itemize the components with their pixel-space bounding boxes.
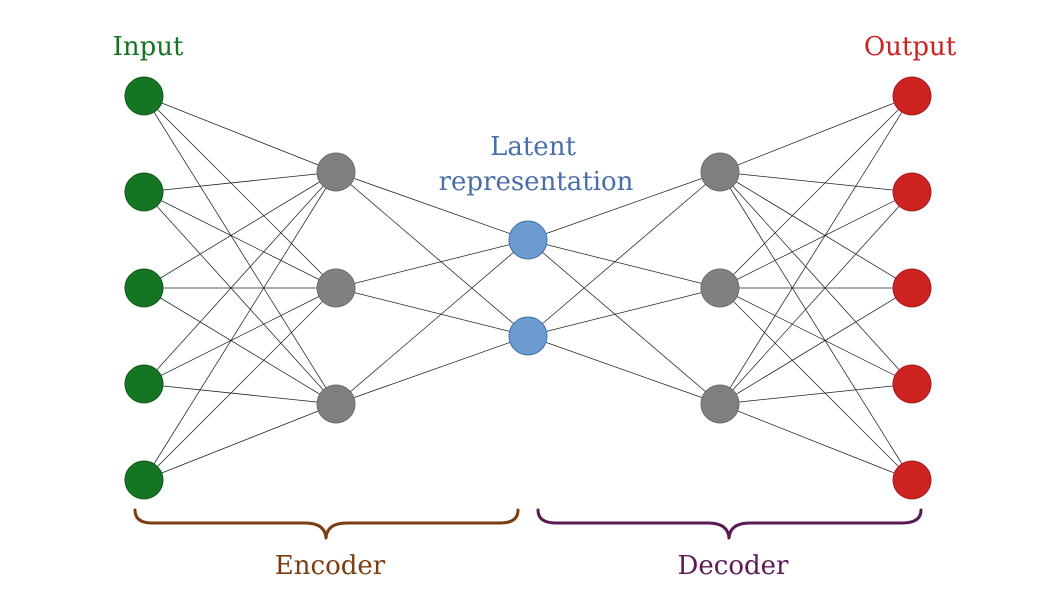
output-node-3	[892, 268, 932, 308]
decoder-brace	[536, 508, 923, 540]
connections	[143, 95, 913, 481]
edge-input-5-to-encoder-hidden-1	[143, 171, 337, 481]
input-node-1	[124, 76, 164, 116]
edge-encoder-hidden-1-to-latent-2	[335, 171, 529, 337]
edge-latent-1-to-decoder-hidden-2	[527, 239, 721, 289]
edge-decoder-hidden-2-to-output-5	[719, 287, 913, 481]
input-node-5	[124, 460, 164, 500]
edge-latent-2-to-decoder-hidden-2	[527, 287, 721, 337]
edge-encoder-hidden-1-to-latent-1	[335, 171, 529, 241]
edge-latent-2-to-decoder-hidden-3	[527, 335, 721, 405]
edge-encoder-hidden-2-to-latent-2	[335, 287, 529, 337]
edge-decoder-hidden-3-to-output-1	[719, 95, 913, 405]
input-node-3	[124, 268, 164, 308]
encoder-label: Encoder	[275, 551, 386, 581]
latent-label-line1: Latent	[490, 132, 576, 162]
edge-input-2-to-encoder-hidden-3	[143, 191, 337, 405]
edge-input-2-to-encoder-hidden-1	[143, 171, 337, 193]
decoder-hidden-node-2	[700, 268, 740, 308]
edge-decoder-hidden-1-to-output-2	[719, 171, 913, 193]
encoder-hidden-node-3	[316, 384, 356, 424]
edge-input-4-to-encoder-hidden-2	[143, 287, 337, 385]
encoder-hidden-node-1	[316, 152, 356, 192]
edge-decoder-hidden-3-to-output-3	[719, 287, 913, 405]
edge-input-1-to-encoder-hidden-3	[143, 95, 337, 405]
edge-input-1-to-encoder-hidden-2	[143, 95, 337, 289]
edge-latent-2-to-decoder-hidden-1	[527, 171, 721, 337]
input-node-2	[124, 172, 164, 212]
edge-latent-1-to-decoder-hidden-1	[527, 171, 721, 241]
latent-node-2	[508, 316, 548, 356]
edge-encoder-hidden-3-to-latent-2	[335, 335, 529, 405]
edge-input-3-to-encoder-hidden-1	[143, 171, 337, 289]
encoder-brace	[133, 508, 520, 540]
edge-decoder-hidden-1-to-output-4	[719, 171, 913, 385]
edge-input-4-to-encoder-hidden-3	[143, 383, 337, 405]
edge-decoder-hidden-3-to-output-5	[719, 403, 913, 481]
edge-decoder-hidden-3-to-output-4	[719, 383, 913, 405]
edge-input-4-to-encoder-hidden-1	[143, 171, 337, 385]
edge-decoder-hidden-1-to-output-1	[719, 95, 913, 173]
output-node-4	[892, 364, 932, 404]
output-label: Output	[864, 32, 957, 62]
input-label: Input	[113, 32, 184, 62]
neurons	[124, 76, 932, 500]
edge-decoder-hidden-2-to-output-2	[719, 191, 913, 289]
edge-latent-1-to-decoder-hidden-3	[527, 239, 721, 405]
output-node-5	[892, 460, 932, 500]
input-node-4	[124, 364, 164, 404]
encoder-hidden-node-2	[316, 268, 356, 308]
output-node-2	[892, 172, 932, 212]
decoder-hidden-node-1	[700, 152, 740, 192]
edge-encoder-hidden-2-to-latent-1	[335, 239, 529, 289]
latent-label-line2: representation	[439, 167, 634, 197]
edge-decoder-hidden-2-to-output-1	[719, 95, 913, 289]
edge-decoder-hidden-1-to-output-3	[719, 171, 913, 289]
edge-encoder-hidden-3-to-latent-1	[335, 239, 529, 405]
edge-decoder-hidden-1-to-output-5	[719, 171, 913, 481]
latent-node-1	[508, 220, 548, 260]
edge-decoder-hidden-3-to-output-2	[719, 191, 913, 405]
edge-input-2-to-encoder-hidden-2	[143, 191, 337, 289]
edge-input-5-to-encoder-hidden-3	[143, 403, 337, 481]
edge-input-3-to-encoder-hidden-3	[143, 287, 337, 405]
edge-decoder-hidden-2-to-output-4	[719, 287, 913, 385]
edge-input-5-to-encoder-hidden-2	[143, 287, 337, 481]
decoder-label: Decoder	[678, 551, 789, 581]
edge-input-1-to-encoder-hidden-1	[143, 95, 337, 173]
output-node-1	[892, 76, 932, 116]
decoder-hidden-node-3	[700, 384, 740, 424]
